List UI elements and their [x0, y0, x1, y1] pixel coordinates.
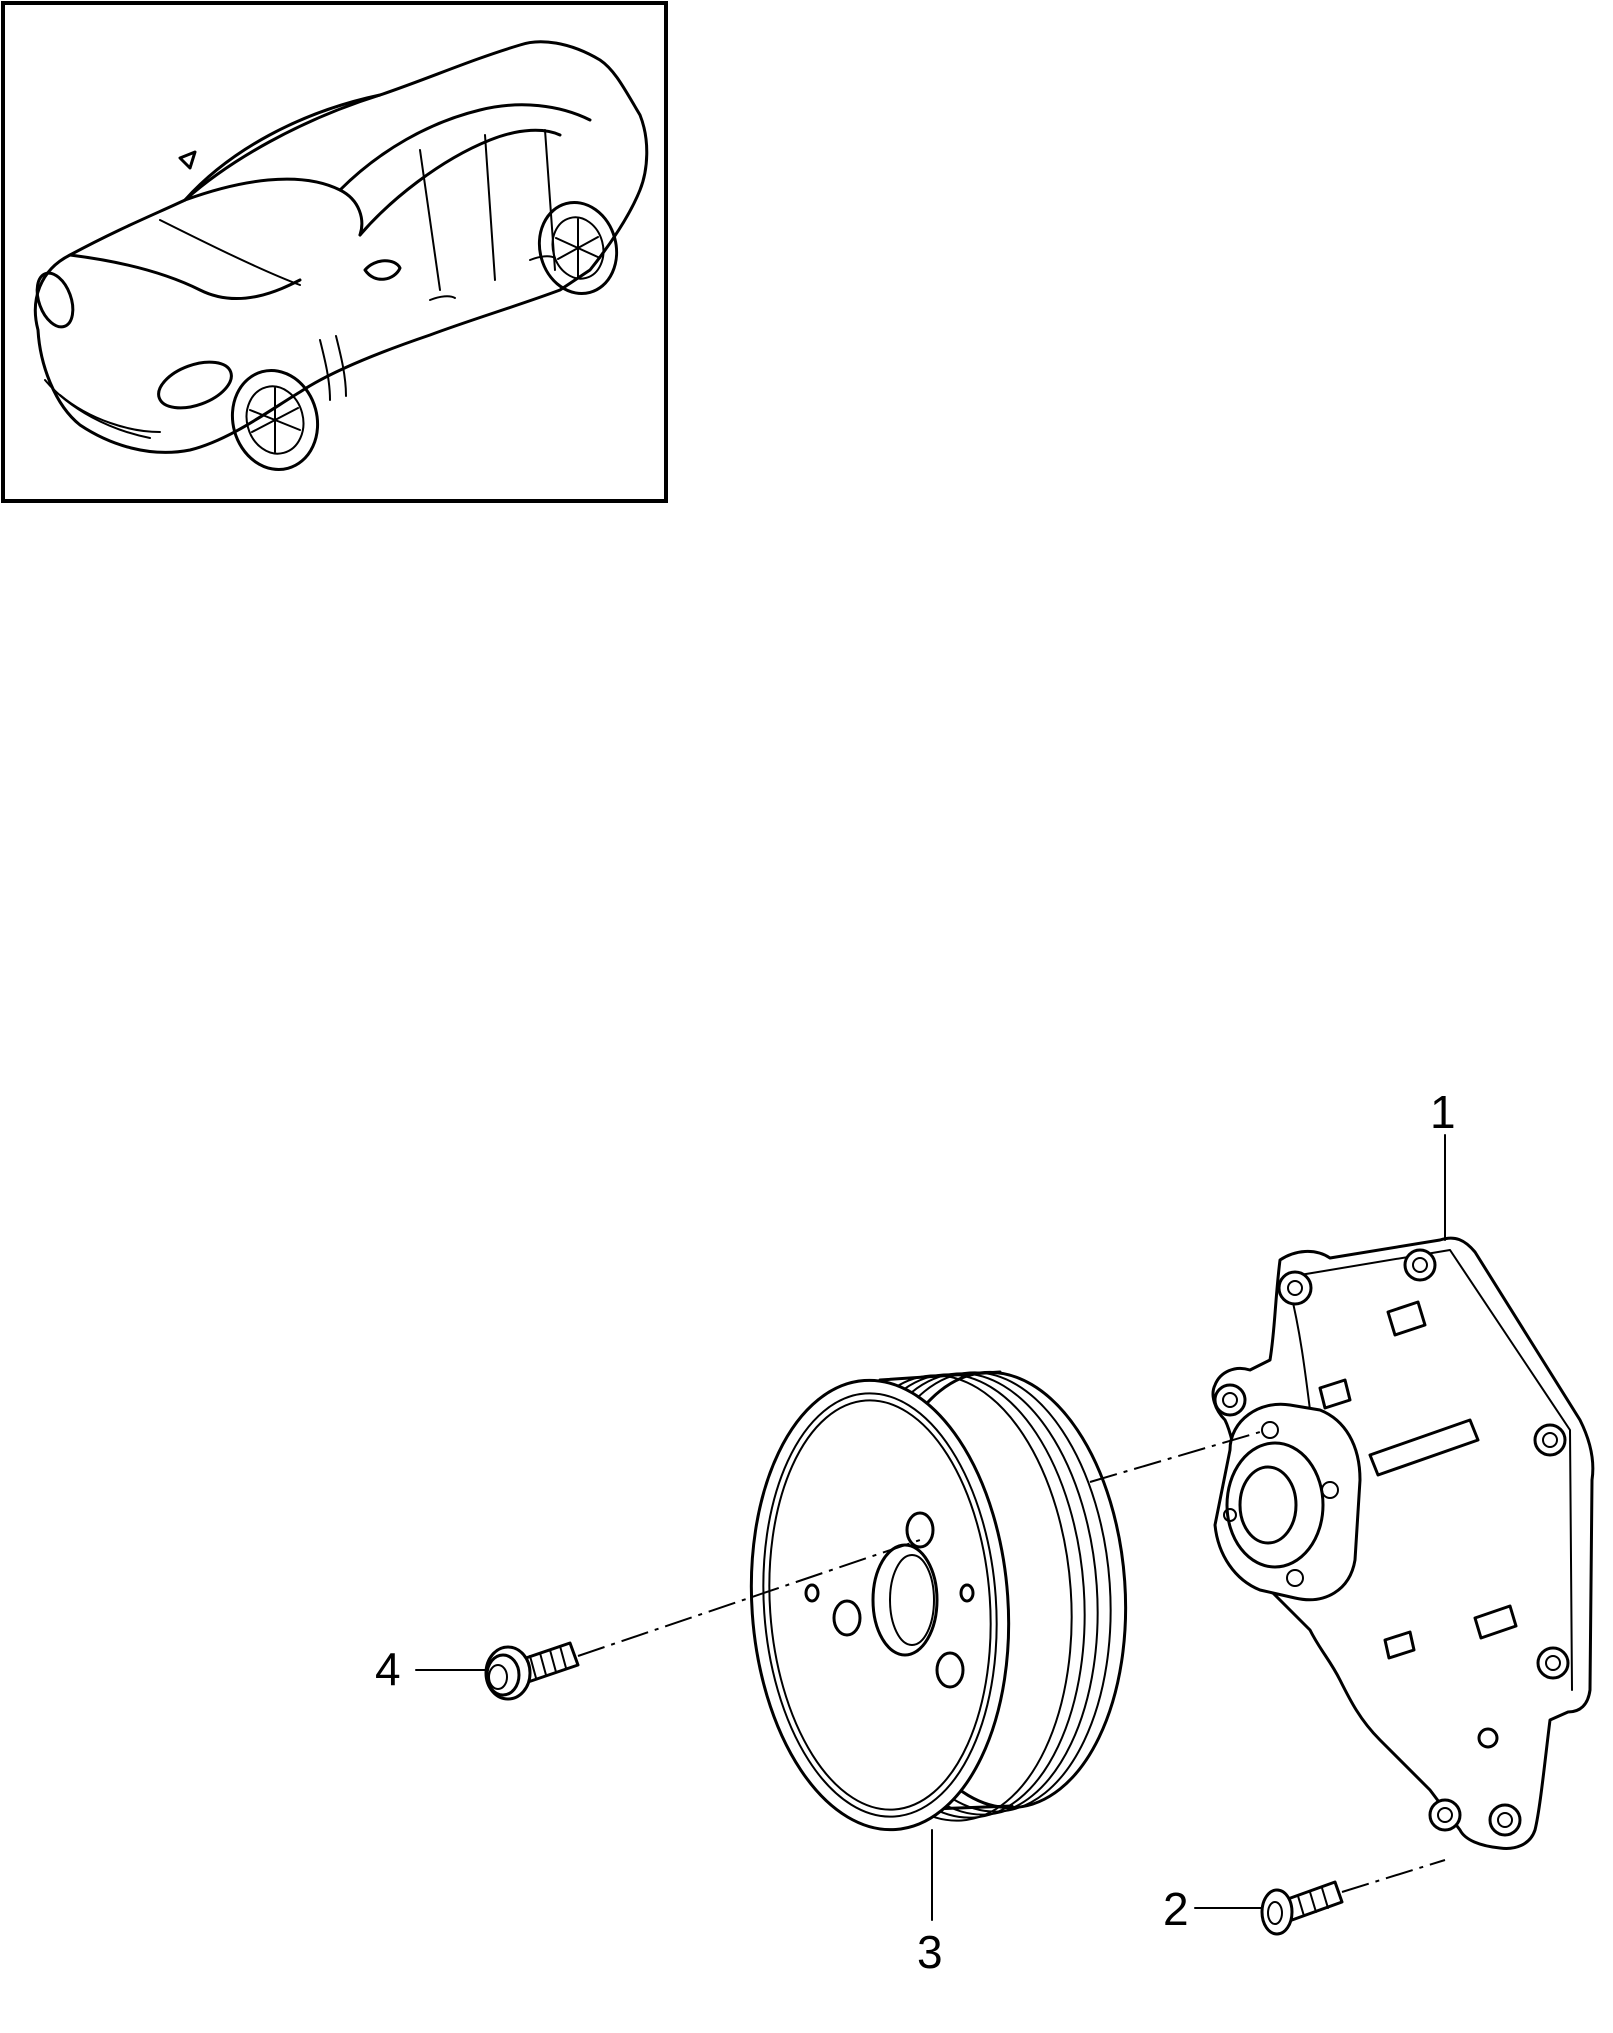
callout-4: 4 — [375, 1643, 401, 1695]
housing-studs — [1318, 1300, 1518, 1660]
housing-bolt-holes — [1213, 1248, 1570, 1837]
thumbnail-frame — [1, 1, 668, 503]
vehicle-overview-thumbnail — [1, 1, 668, 503]
callout-2: 2 — [1163, 1883, 1189, 1935]
leader-lines — [415, 1134, 1446, 1921]
pump-hub-flange — [1213, 1402, 1362, 1602]
part-pulley — [749, 1370, 1128, 1832]
assembly-centerlines — [577, 1431, 1446, 1893]
car-outline — [33, 40, 649, 472]
part-flange-bolt — [484, 1641, 580, 1701]
callout-3: 3 — [917, 1926, 943, 1978]
callout-1: 1 — [1430, 1086, 1456, 1138]
part-water-pump-housing — [1211, 1236, 1595, 1850]
part-bolt — [1260, 1880, 1344, 1936]
